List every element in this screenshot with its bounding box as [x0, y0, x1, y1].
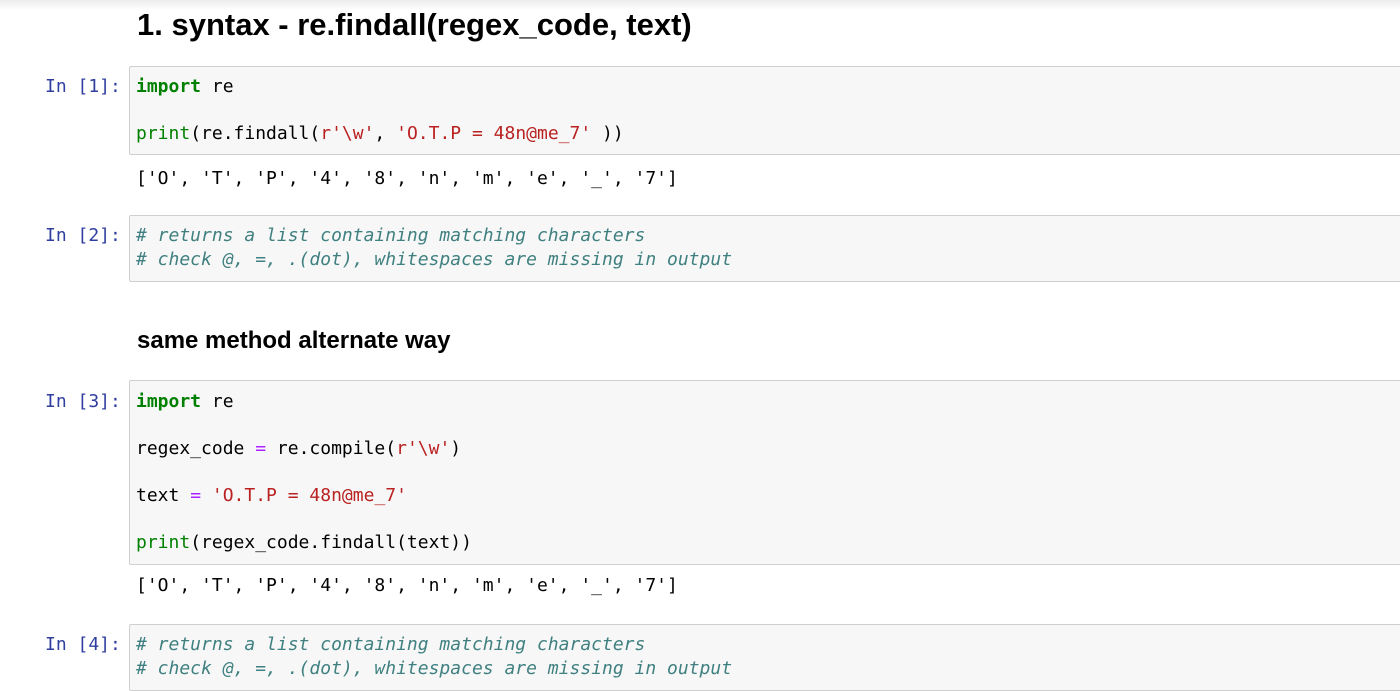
operator-assign: =	[190, 485, 202, 506]
markdown-heading-alternate: same method alternate way	[137, 327, 451, 354]
code-text: regex_code	[136, 438, 256, 459]
string-literal: r'\w'	[396, 438, 451, 459]
cell-1-line-1[interactable]: import re	[136, 75, 234, 99]
cell-3-output: ['O', 'T', 'P', '4', '8', 'n', 'm', 'e',…	[136, 575, 678, 596]
cell-4-comment-1: # returns a list containing matching cha…	[136, 634, 646, 655]
cell-1-prompt: In [1]:	[45, 76, 121, 97]
cell-3-line-2[interactable]: regex_code = re.compile(r'\w')	[136, 437, 461, 461]
module-name: re	[201, 76, 234, 97]
operator-assign: =	[255, 438, 267, 459]
cell-3-line-4[interactable]: print(regex_code.findall(text))	[136, 531, 472, 555]
cell-3-line-3[interactable]: text = 'O.T.P = 48n@me_7'	[136, 484, 407, 508]
cell-1-output: ['O', 'T', 'P', '4', '8', 'n', 'm', 'e',…	[136, 168, 678, 189]
code-cell-4[interactable]	[129, 624, 1400, 691]
cell-2-comment-2: # check @, =, .(dot), whitespaces are mi…	[136, 249, 733, 270]
markdown-heading-syntax: 1. syntax - re.findall(regex_code, text)	[137, 7, 692, 42]
string-literal: r'\w'	[320, 123, 375, 144]
code-text	[201, 485, 212, 506]
code-text: )	[450, 438, 462, 459]
code-text: (re.findall(	[190, 123, 321, 144]
builtin-print: print	[136, 532, 191, 553]
code-text: (regex_code.findall(text))	[190, 532, 472, 553]
string-literal: 'O.T.P = 48n@me_7'	[396, 123, 592, 144]
cell-4-comment-2: # check @, =, .(dot), whitespaces are mi…	[136, 658, 733, 679]
code-cell-2[interactable]	[129, 215, 1400, 282]
module-name: re	[201, 391, 234, 412]
code-cell-1[interactable]	[129, 66, 1400, 155]
keyword-import: import	[136, 391, 202, 412]
code-text: re.compile(	[266, 438, 397, 459]
code-text: ,	[374, 123, 397, 144]
cell-3-prompt: In [3]:	[45, 391, 121, 412]
keyword-import: import	[136, 76, 202, 97]
string-literal: 'O.T.P = 48n@me_7'	[211, 485, 407, 506]
code-text: ))	[591, 123, 624, 144]
cell-1-line-2[interactable]: print(re.findall(r'\w', 'O.T.P = 48n@me_…	[136, 122, 624, 146]
cell-4-prompt: In [4]:	[45, 634, 121, 655]
code-text: text	[136, 485, 191, 506]
cell-3-line-1[interactable]: import re	[136, 390, 234, 414]
cell-2-prompt: In [2]:	[45, 225, 121, 246]
code-cell-3[interactable]	[129, 380, 1400, 565]
window-top-shade	[0, 0, 1400, 10]
cell-2-comment-1: # returns a list containing matching cha…	[136, 225, 646, 246]
builtin-print: print	[136, 123, 191, 144]
